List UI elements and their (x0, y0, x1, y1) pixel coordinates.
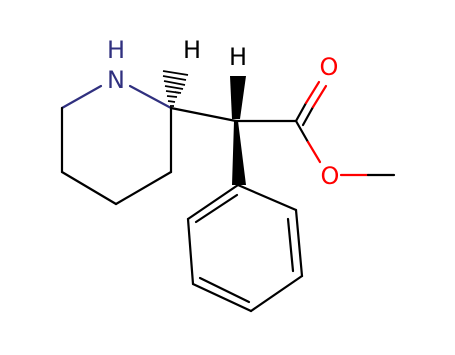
bond-n-c2-left (60, 84, 103, 110)
bold-wedge-phenyl (232, 121, 246, 185)
bond-c-left-bottom (60, 170, 118, 206)
piperidine-ring (60, 84, 173, 206)
stereo-h-label-1: H (183, 36, 201, 64)
hashed-wedge-h1 (162, 70, 189, 107)
stereo-h-label-2: H (229, 43, 247, 71)
nitrogen-h-label: H (107, 36, 125, 64)
bond-c-bottom-right (114, 170, 173, 206)
phenyl-ring (186, 183, 304, 313)
nitrogen-label: N (107, 66, 125, 94)
ester-bond (294, 119, 322, 164)
ester-oxygen-label: O (321, 162, 340, 190)
carbonyl-double-bond (294, 80, 328, 127)
bond-ring-to-center (169, 106, 238, 123)
carbonyl-oxygen-label: O (320, 53, 339, 81)
bond-chiral-n (128, 84, 173, 110)
hashed-wedge-h2 (230, 76, 246, 119)
